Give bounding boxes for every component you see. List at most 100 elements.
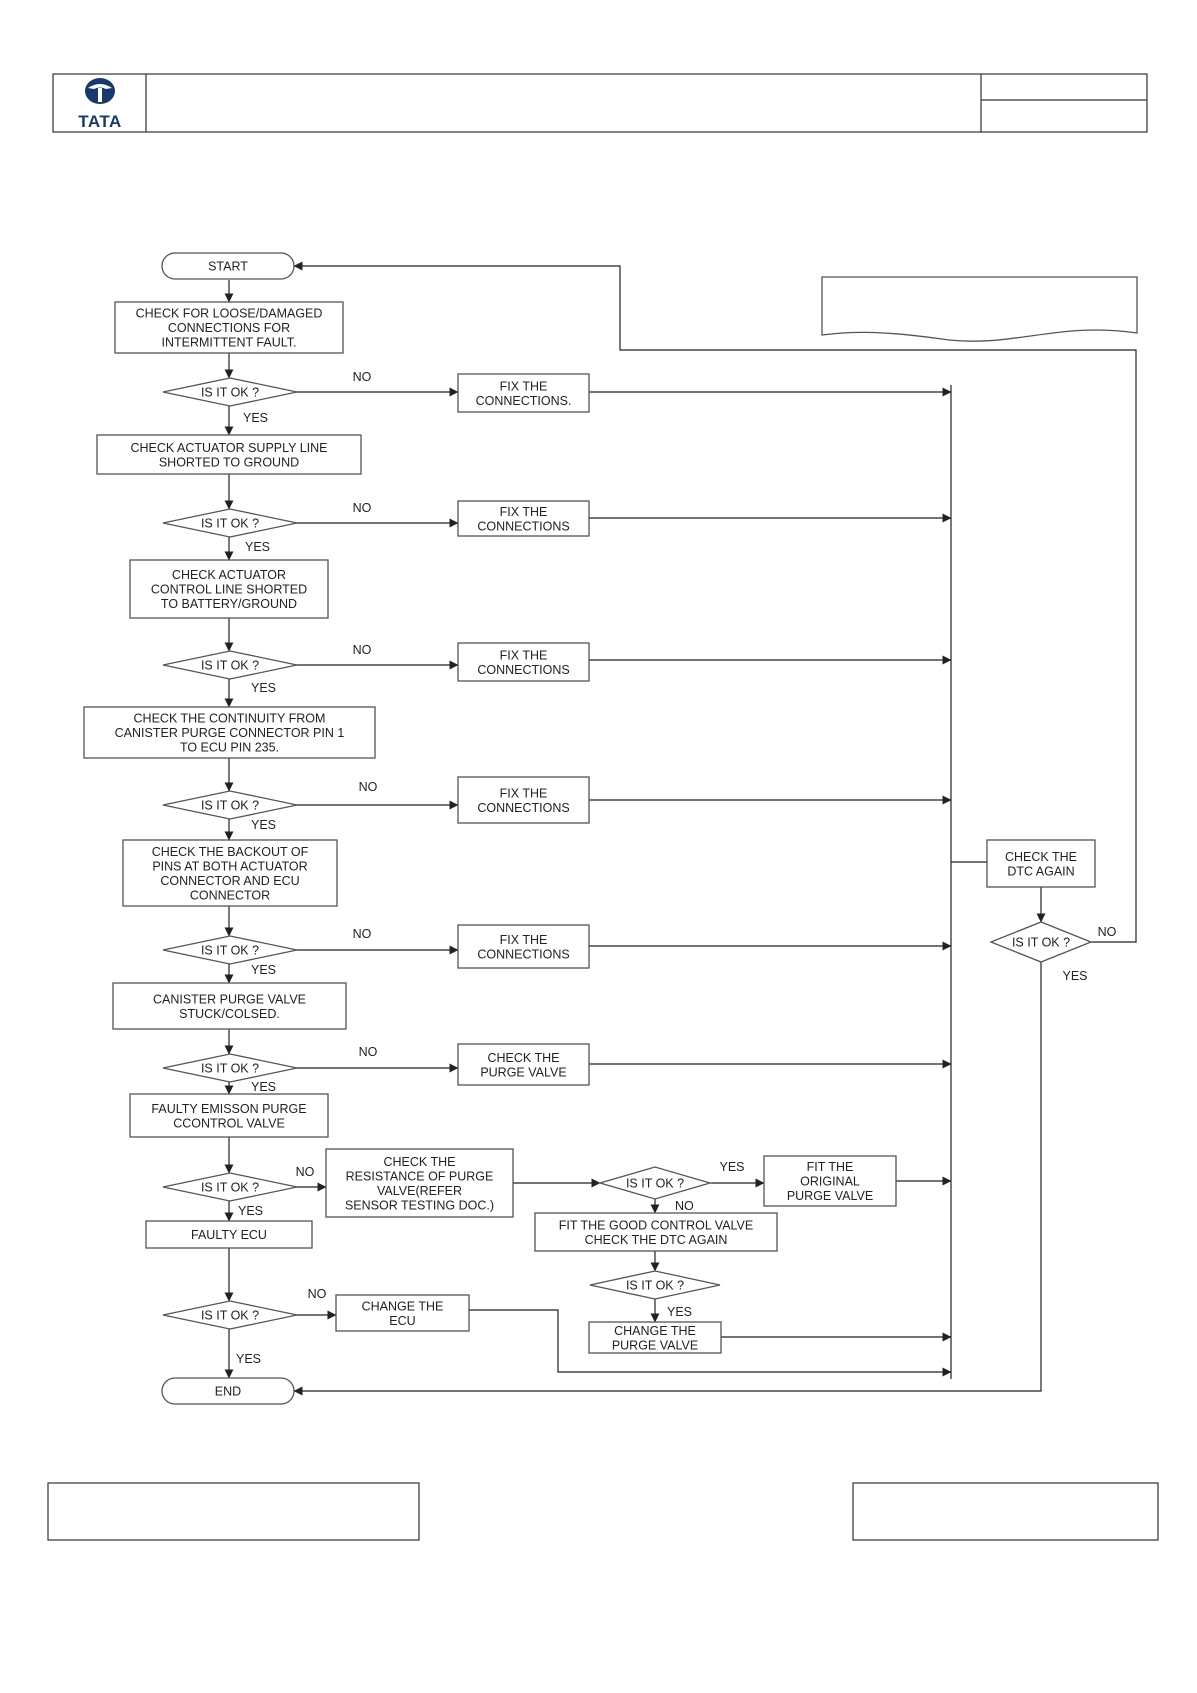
node-label: VALVE(REFER <box>377 1184 462 1198</box>
node-label: CHECK FOR LOOSE/DAMAGED <box>136 307 323 321</box>
node-label: STUCK/COLSED. <box>179 1007 280 1021</box>
node-label: INTERMITTENT FAULT. <box>162 336 297 350</box>
edge-label-d1-to-f1: NO <box>353 370 372 384</box>
node-shape-process <box>588 1321 722 1354</box>
node-label: IS IT OK ? <box>201 1181 259 1195</box>
node-shape-process <box>114 301 344 354</box>
node-shape-decision <box>162 1300 298 1330</box>
node-label: PURGE VALVE <box>480 1065 566 1079</box>
node-label: CHECK THE <box>487 1051 559 1065</box>
node-label: CCONTROL VALVE <box>173 1116 285 1130</box>
node-label: IS IT OK ? <box>1012 936 1070 950</box>
edge-label-d2-to-f2: NO <box>353 501 372 515</box>
node-shape-process <box>457 776 590 824</box>
node-shape-decision <box>589 1270 721 1300</box>
node-label: CANISTER PURGE CONNECTOR PIN 1 <box>115 726 345 740</box>
edge-label-d8-to-p10: NO <box>675 1199 694 1213</box>
node-start: START <box>161 252 295 280</box>
node-label: IS IT OK ? <box>626 1177 684 1191</box>
node-label: PURGE VALVE <box>612 1338 698 1352</box>
node-shape-process <box>457 500 590 537</box>
node-shape-process <box>457 924 590 969</box>
node-label: IS IT OK ? <box>201 386 259 400</box>
node-label: SHORTED TO GROUND <box>159 455 299 469</box>
node-shape-process <box>457 1043 590 1086</box>
node-d11: IS IT OK ? <box>989 921 1093 963</box>
edge-label-d6-to-f6: NO <box>359 1045 378 1059</box>
node-label: CHECK ACTUATOR <box>172 568 286 582</box>
node-label: CONTROL LINE SHORTED <box>151 583 307 597</box>
node-label: FAULTY ECU <box>191 1228 267 1242</box>
node-label: IS IT OK ? <box>201 1309 259 1323</box>
edge-label-d11-to-start: NO <box>1098 925 1117 939</box>
edge-label-d6-to-p7: YES <box>251 1080 276 1094</box>
node-d8: IS IT OK ? <box>597 1166 713 1200</box>
node-shape-decision <box>162 508 298 538</box>
node-label: CHECK THE BACKOUT OF <box>152 845 309 859</box>
node-label: IS IT OK ? <box>201 1062 259 1076</box>
node-label: CHECK THE CONTINUITY FROM <box>134 712 326 726</box>
tata-logo-emblem-arc <box>88 84 112 89</box>
node-shape-process <box>122 839 338 907</box>
node-label: END <box>215 1385 241 1399</box>
node-end: END <box>161 1377 295 1405</box>
node-label: IS IT OK ? <box>201 517 259 531</box>
edge-label-d11-to-end: YES <box>1062 969 1087 983</box>
node-shape-process <box>96 434 362 475</box>
node-label: CHECK THE <box>383 1155 455 1169</box>
node-shape-document <box>821 276 1138 342</box>
edge-label-d8-to-p9: YES <box>719 1160 744 1174</box>
edge-label-d5-to-f5: NO <box>353 927 372 941</box>
collector-line <box>950 385 987 1379</box>
node-d5: IS IT OK ? <box>162 935 298 965</box>
node-label: FIX THE <box>500 786 548 800</box>
node-label: CONNECTIONS <box>477 947 569 961</box>
node-d2: IS IT OK ? <box>162 508 298 538</box>
node-label: ORIGINAL <box>800 1175 860 1189</box>
node-label: CONNECTIONS <box>477 801 569 815</box>
node-label: RESISTANCE OF PURGE <box>346 1169 494 1183</box>
node-shape-process <box>986 839 1096 888</box>
node-p12: FAULTY ECU <box>145 1220 313 1249</box>
edge-label-d5-to-p6: YES <box>251 963 276 977</box>
edge-label-d4-to-f4: NO <box>359 780 378 794</box>
node-label: DTC AGAIN <box>1007 864 1074 878</box>
node-label: IS IT OK ? <box>626 1279 684 1293</box>
node-label: CONNECTOR <box>190 888 270 902</box>
node-shape-process <box>335 1294 470 1332</box>
node-label: CONNECTOR AND ECU <box>160 874 299 888</box>
edge-label-d2-to-p3: YES <box>245 540 270 554</box>
node-d4: IS IT OK ? <box>162 790 298 820</box>
edge-d11-to-start <box>293 261 1137 943</box>
node-label: IS IT OK ? <box>201 799 259 813</box>
node-shape-decision <box>162 377 298 407</box>
edge-label-d7-to-p12: YES <box>238 1204 263 1218</box>
node-d7: IS IT OK ? <box>162 1172 298 1202</box>
node-d1: IS IT OK ? <box>162 377 298 407</box>
node-label: CONNECTIONS FOR <box>168 321 290 335</box>
node-shape-process <box>112 982 347 1030</box>
node-label: FIX THE <box>500 379 548 393</box>
flowchart-nodes: START CHECK FOR LOOSE/DAMAGEDCONNECTIONS … <box>83 252 1138 1405</box>
flowchart-edges: NOYESNOYESNOYESNOYESNOYESNOYESNOYESYESNO… <box>224 261 1137 1396</box>
node-shape-terminal <box>161 252 295 280</box>
node-d9: IS IT OK ? <box>589 1270 721 1300</box>
node-shape-process <box>129 1093 329 1138</box>
footer-left-box <box>47 1482 420 1541</box>
node-label: FAULTY EMISSON PURGE <box>151 1102 306 1116</box>
node-label: FIX THE <box>500 933 548 947</box>
node-label: CONNECTIONS <box>477 519 569 533</box>
node-label: CHANGE THE <box>614 1324 696 1338</box>
node-label: SENSOR TESTING DOC.) <box>345 1198 494 1212</box>
